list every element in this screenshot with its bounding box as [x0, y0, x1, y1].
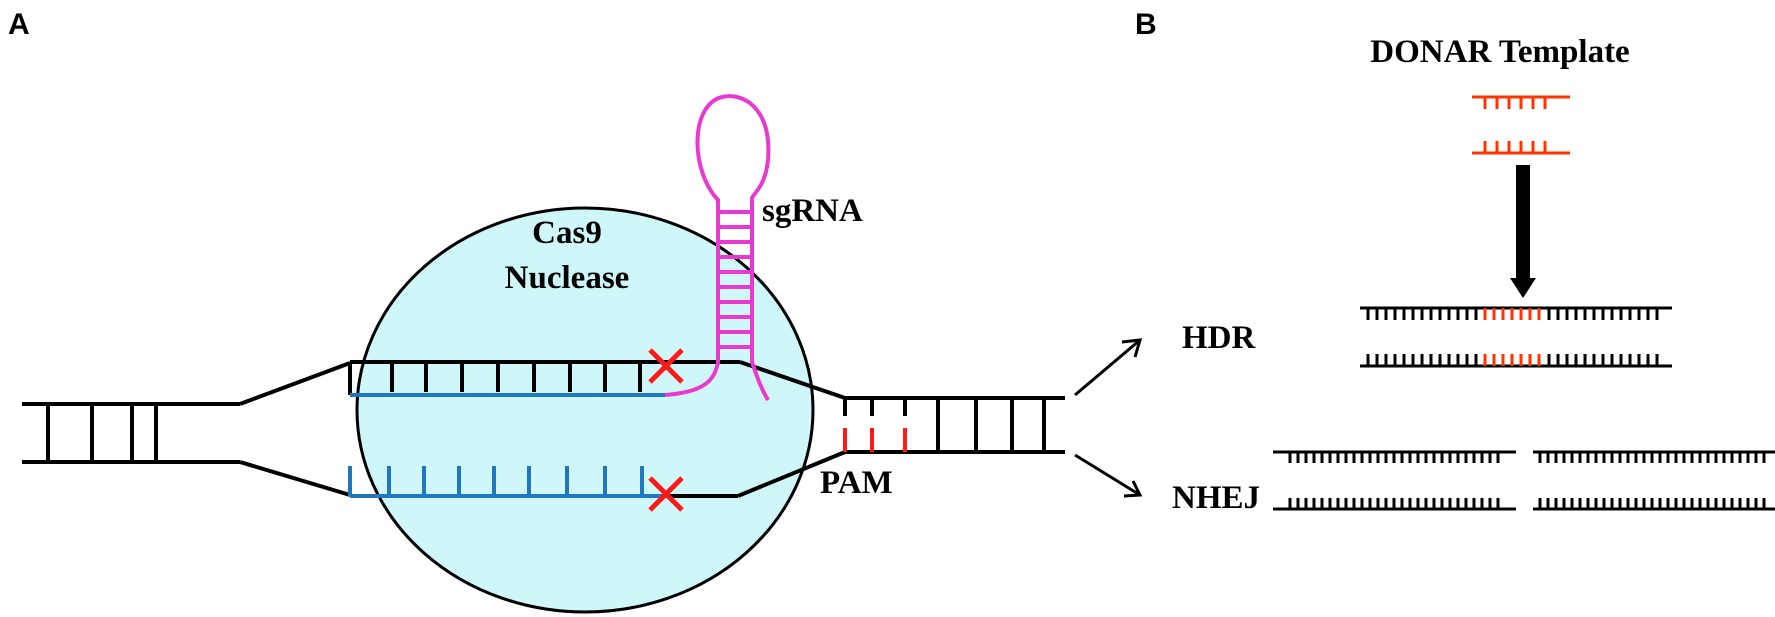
- panel-label-b: B: [1135, 8, 1157, 41]
- sgrna-hairpin: [664, 94, 771, 402]
- pam-site: [843, 428, 907, 452]
- cas9-label-line2: Nuclease: [505, 260, 630, 296]
- dna-left-duplex: [22, 361, 351, 497]
- down-arrow-icon: [1510, 165, 1536, 298]
- cas9-label-line1: Cas9: [532, 215, 602, 251]
- panel-b: DONAR Template: [1172, 34, 1775, 516]
- hdr-duplex: [1360, 306, 1672, 368]
- nhej-label: NHEJ: [1172, 480, 1260, 516]
- sgrna-label: sgRNA: [762, 193, 863, 229]
- hdr-label: HDR: [1182, 320, 1257, 356]
- dna-bottom-strand: [665, 450, 846, 498]
- panel-a: Cas9 Nuclease sgRNA PAM: [22, 94, 1143, 614]
- pam-label: PAM: [820, 465, 893, 501]
- arrow-icon: [1074, 338, 1143, 397]
- dna-right-duplex: [843, 396, 1065, 454]
- red-x-icon: [648, 476, 684, 512]
- dna-top-strand: [348, 360, 846, 400]
- donor-template-label: DONAR Template: [1370, 34, 1629, 70]
- red-x-icon: [648, 348, 684, 384]
- donor-template: [1472, 95, 1570, 155]
- arrow-icon: [1074, 453, 1143, 498]
- nhej-duplex: [1273, 450, 1775, 511]
- panel-label-a: A: [8, 8, 30, 41]
- dna-bottom-strand-guided: [348, 466, 665, 498]
- cas9-nuclease-body: [355, 206, 815, 614]
